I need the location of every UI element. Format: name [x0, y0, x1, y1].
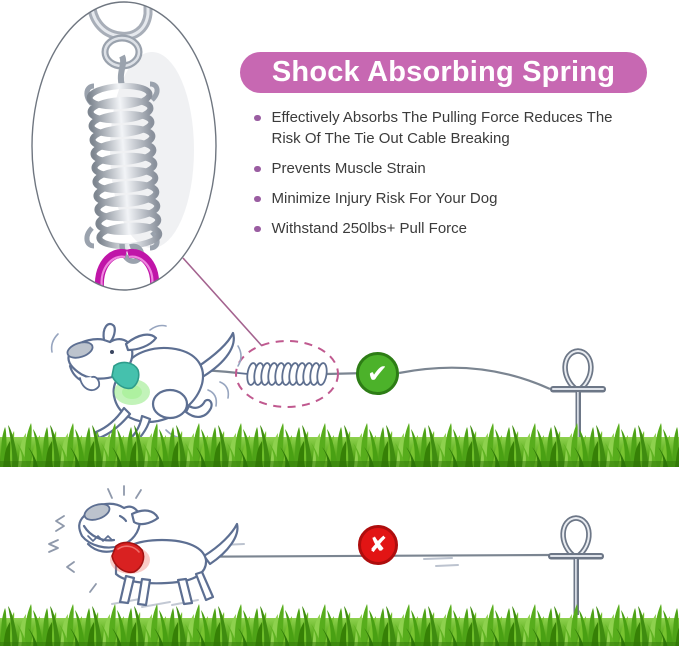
- page-title: Shock Absorbing Spring: [271, 56, 616, 88]
- ground-stake: [548, 518, 604, 615]
- check-icon: ✔: [367, 359, 388, 388]
- dog-tail: [194, 331, 235, 378]
- benefit-item: Prevents Muscle Strain: [252, 158, 657, 179]
- benefit-text: Effectively Absorbs The Pulling Force Re…: [271, 109, 613, 147]
- spring-closeup-inset: [31, 1, 217, 291]
- dog-eye-squint: [118, 514, 128, 523]
- grass-strip: [0, 421, 679, 467]
- approved-badge: ✔: [356, 352, 399, 395]
- dog-nose: [66, 341, 94, 359]
- dog-collar-teal: [111, 361, 140, 390]
- scene-without-spring: [0, 485, 679, 646]
- dog-tongue: [79, 375, 101, 392]
- bullet-dot: [254, 165, 261, 172]
- bullet-dot: [254, 195, 261, 202]
- scene-with-spring: [0, 322, 679, 467]
- dog-nose: [83, 503, 111, 521]
- bullet-dot: [254, 225, 261, 232]
- dog-tail: [202, 522, 239, 566]
- cross-icon: ✘: [368, 532, 388, 558]
- title-banner: Shock Absorbing Spring: [240, 52, 647, 93]
- benefit-item: Effectively Absorbs The Pulling Force Re…: [252, 107, 657, 149]
- dog-eye: [110, 350, 114, 354]
- dog-collar-red: [111, 541, 145, 574]
- dog-teeth: [87, 535, 113, 542]
- metal-spring-photo: [84, 54, 163, 264]
- callout-leader-line: [182, 257, 263, 347]
- benefit-list: Effectively Absorbs The Pulling Force Re…: [252, 107, 657, 248]
- spring-on-cable: [237, 362, 328, 386]
- grass-strip: [0, 602, 679, 646]
- benefit-item: Withstand 250lbs+ Pull Force: [252, 218, 657, 239]
- stress-marks: [48, 485, 142, 593]
- rejected-badge: ✘: [358, 525, 398, 565]
- running-dog: [66, 322, 235, 449]
- bullet-dot: [254, 114, 261, 121]
- benefit-text: Withstand 250lbs+ Pull Force: [271, 220, 468, 237]
- inset-ellipse-border: [31, 1, 217, 291]
- spring-callout-oval: [235, 340, 339, 408]
- benefit-item: Minimize Injury Risk For Your Dog: [252, 188, 657, 209]
- pulling-dog: [78, 502, 239, 608]
- benefit-text: Prevents Muscle Strain: [271, 160, 426, 177]
- tie-out-cable: [398, 366, 551, 391]
- benefit-text: Minimize Injury Risk For Your Dog: [271, 190, 498, 207]
